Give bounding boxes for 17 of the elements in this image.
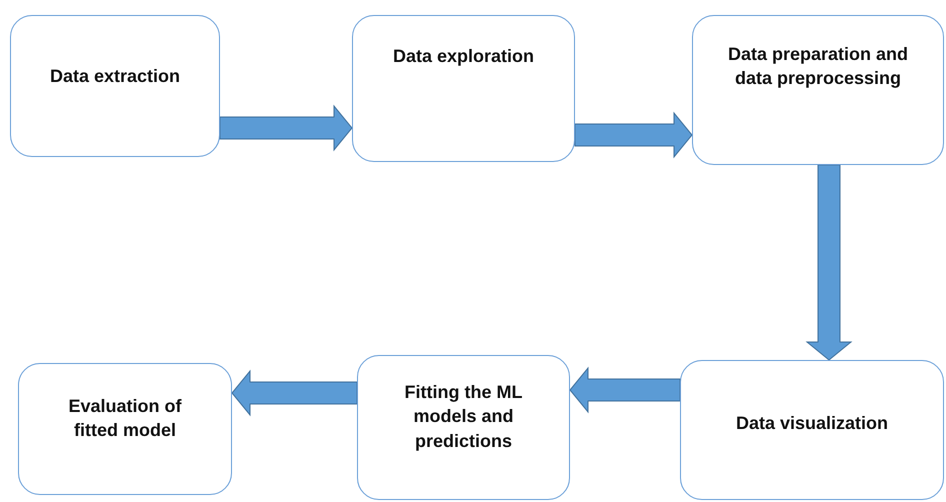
process-box bbox=[352, 15, 575, 162]
block-arrow bbox=[574, 112, 693, 158]
box-label: Fitting the ML models and predictions bbox=[404, 381, 524, 453]
block-arrow bbox=[806, 164, 852, 361]
box-label: Data exploration bbox=[392, 45, 534, 68]
box-label: Data visualization bbox=[736, 412, 888, 435]
box-label: Data preparation and data preprocessing bbox=[726, 43, 910, 90]
process-box bbox=[692, 15, 944, 165]
box-label: Data extraction bbox=[50, 65, 180, 88]
process-box bbox=[10, 15, 220, 157]
process-box bbox=[18, 363, 232, 495]
process-box bbox=[680, 360, 944, 500]
box-label: Evaluation of fitted model bbox=[67, 395, 182, 442]
block-arrow bbox=[569, 366, 680, 414]
block-arrow bbox=[220, 104, 353, 152]
block-arrow bbox=[231, 370, 358, 416]
process-box bbox=[357, 355, 570, 500]
